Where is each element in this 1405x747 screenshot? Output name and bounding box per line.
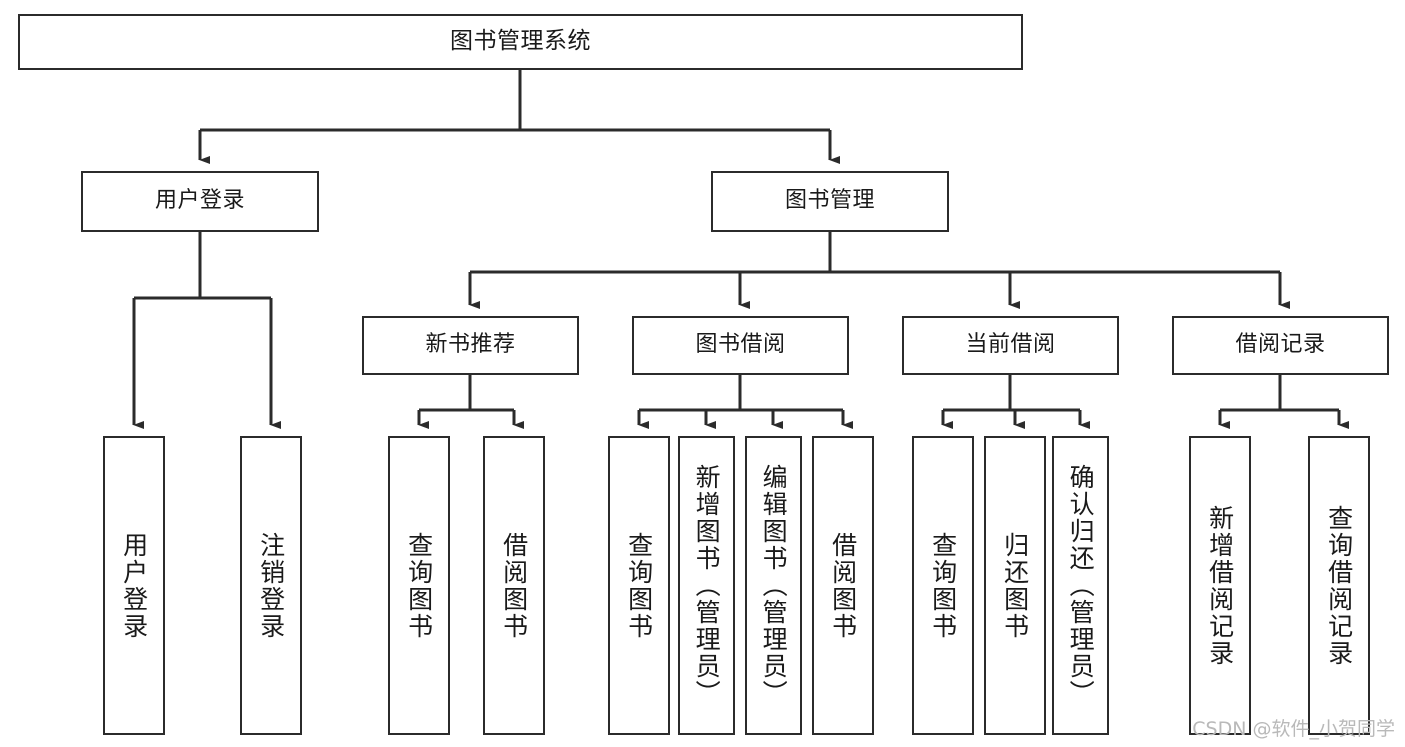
node-book-borrow[interactable]: 图书借阅 bbox=[632, 316, 849, 375]
node-leaf-borrow-book-2[interactable]: 借阅图书 bbox=[812, 436, 874, 735]
node-book-manage-label: 图书管理 bbox=[784, 188, 875, 214]
node-leaf-query-book-2-label: 查询图书 bbox=[624, 531, 654, 640]
node-leaf-user-logout[interactable]: 注销登录 bbox=[240, 436, 302, 735]
node-leaf-user-login[interactable]: 用户登录 bbox=[103, 436, 165, 735]
node-borrow-record-label: 借阅记录 bbox=[1235, 332, 1326, 358]
node-leaf-confirm-return[interactable]: 确认归还（管理员） bbox=[1052, 436, 1109, 735]
node-current-borrow-label: 当前借阅 bbox=[965, 332, 1056, 358]
node-leaf-borrow-book-1-label: 借阅图书 bbox=[499, 531, 529, 640]
node-root-label: 图书管理系统 bbox=[450, 28, 591, 55]
node-leaf-edit-book[interactable]: 编辑图书（管理员） bbox=[745, 436, 802, 735]
node-root[interactable]: 图书管理系统 bbox=[18, 14, 1023, 70]
node-book-borrow-label: 图书借阅 bbox=[695, 332, 786, 358]
node-leaf-add-record[interactable]: 新增借阅记录 bbox=[1189, 436, 1251, 735]
csdn-watermark: CSDN @软件_小贺同学 bbox=[1192, 718, 1395, 740]
node-leaf-borrow-book-2-label: 借阅图书 bbox=[828, 531, 858, 640]
node-leaf-edit-book-label: 编辑图书（管理员） bbox=[759, 464, 789, 707]
node-leaf-return-book[interactable]: 归还图书 bbox=[984, 436, 1046, 735]
node-current-borrow[interactable]: 当前借阅 bbox=[902, 316, 1119, 375]
node-leaf-query-record[interactable]: 查询借阅记录 bbox=[1308, 436, 1370, 735]
node-user-login[interactable]: 用户登录 bbox=[81, 171, 319, 232]
node-user-login-label: 用户登录 bbox=[154, 188, 245, 214]
node-leaf-add-record-label: 新增借阅记录 bbox=[1205, 504, 1235, 667]
node-leaf-add-book-label: 新增图书（管理员） bbox=[692, 464, 722, 707]
node-new-book-rec-label: 新书推荐 bbox=[425, 332, 516, 358]
node-leaf-confirm-return-label: 确认归还（管理员） bbox=[1066, 464, 1096, 707]
node-leaf-user-login-label: 用户登录 bbox=[119, 531, 149, 640]
node-leaf-query-book-3-label: 查询图书 bbox=[928, 531, 958, 640]
node-new-book-rec[interactable]: 新书推荐 bbox=[362, 316, 579, 375]
node-leaf-query-book-1[interactable]: 查询图书 bbox=[388, 436, 450, 735]
node-borrow-record[interactable]: 借阅记录 bbox=[1172, 316, 1389, 375]
node-leaf-return-book-label: 归还图书 bbox=[1000, 531, 1030, 640]
node-leaf-user-logout-label: 注销登录 bbox=[256, 531, 286, 640]
node-leaf-query-book-3[interactable]: 查询图书 bbox=[912, 436, 974, 735]
node-leaf-query-book-1-label: 查询图书 bbox=[404, 531, 434, 640]
node-leaf-borrow-book-1[interactable]: 借阅图书 bbox=[483, 436, 545, 735]
node-leaf-query-book-2[interactable]: 查询图书 bbox=[608, 436, 670, 735]
node-leaf-add-book[interactable]: 新增图书（管理员） bbox=[678, 436, 735, 735]
node-book-manage[interactable]: 图书管理 bbox=[711, 171, 949, 232]
node-leaf-query-record-label: 查询借阅记录 bbox=[1324, 504, 1354, 667]
